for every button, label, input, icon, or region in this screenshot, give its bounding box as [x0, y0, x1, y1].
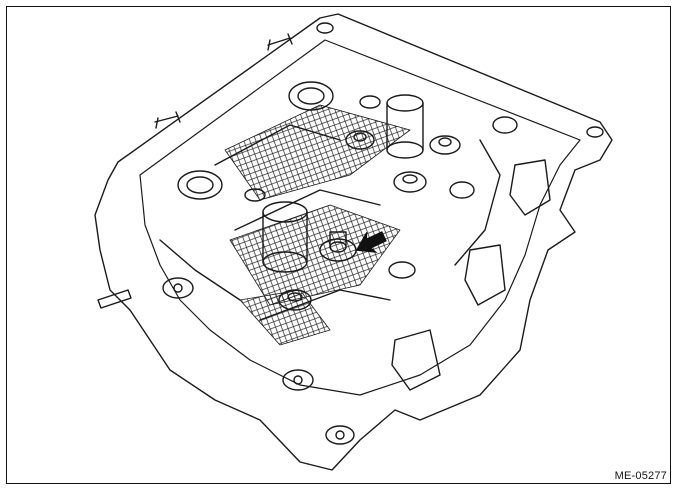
bolt-hole-8	[492, 116, 518, 134]
hatched-area-low	[239, 289, 331, 346]
bolt-hole-1	[162, 277, 194, 299]
rib-3	[259, 289, 391, 321]
valve-seat-2	[278, 289, 312, 311]
stud-lower	[97, 289, 132, 309]
bolt-hole-7	[449, 181, 475, 199]
bolt-hole-5	[325, 425, 355, 445]
port-boss-1	[288, 81, 334, 111]
bolt-hole-2	[282, 369, 314, 391]
rib-5	[159, 239, 241, 301]
valve-seat-3	[393, 171, 427, 193]
bolt-hole-3	[316, 22, 334, 34]
figure-code: ME-05277	[614, 470, 667, 482]
hatched-area-mid	[229, 204, 401, 306]
intake-port-1	[509, 159, 551, 216]
intake-port-3	[391, 329, 441, 391]
lifter-upper	[386, 94, 424, 159]
indicator-arrow	[355, 231, 387, 253]
rib-2	[234, 189, 381, 231]
intake-port-2	[464, 244, 506, 306]
lifter-lower	[262, 201, 308, 273]
valve-seat-4	[429, 135, 461, 155]
stud-top	[267, 33, 293, 51]
port-boss-2	[177, 170, 223, 200]
hatched-area-top	[224, 104, 411, 201]
stud-left	[154, 111, 181, 129]
valve-seat-1	[319, 231, 357, 262]
valve-seat-6	[359, 95, 381, 109]
casting-outline	[94, 13, 613, 471]
bolt-hole-4	[586, 126, 604, 138]
rib-1	[214, 124, 341, 166]
bolt-hole-6	[388, 261, 416, 279]
rib-4	[454, 139, 501, 266]
valve-seat-7	[244, 188, 266, 202]
valve-seat-5	[345, 130, 375, 150]
